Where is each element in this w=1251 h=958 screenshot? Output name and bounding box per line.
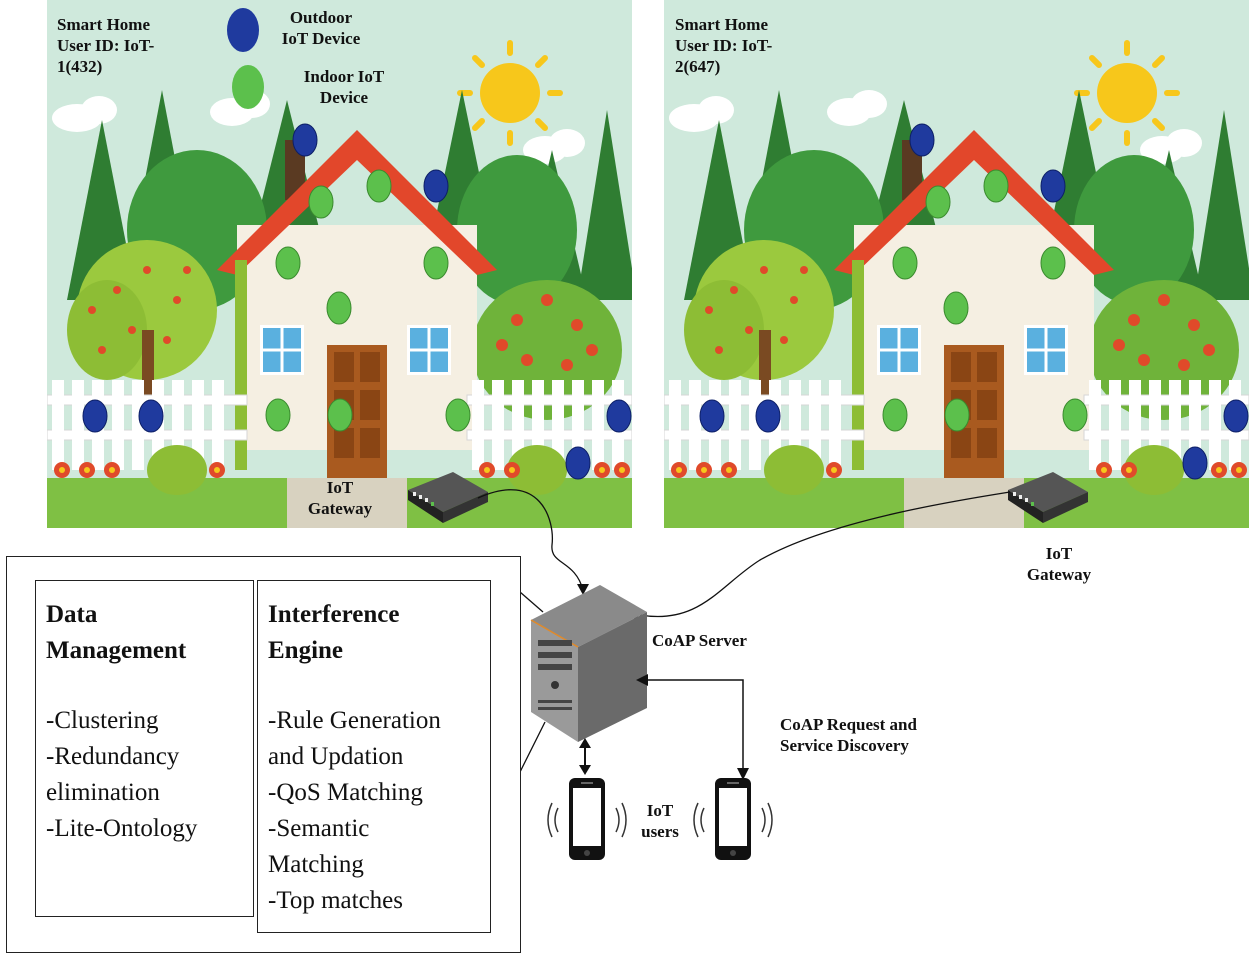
house-1-label: Smart Home User ID: IoT- 1(432): [57, 14, 154, 77]
coap-request-line1: CoAP Request and: [780, 715, 917, 734]
house-1-label-line2: User ID: IoT-: [57, 36, 155, 55]
legend-indoor-line1: Indoor IoT: [303, 67, 385, 86]
coap-server-label: CoAP Server: [652, 631, 747, 650]
gateway-1-label-line2: Gateway: [307, 499, 373, 518]
data-management-item: -Redundancy: [46, 743, 180, 770]
interference-engine-items: -Rule Generation and Updation -QoS Match…: [268, 703, 480, 919]
house-1-outdoor-devices: [82, 123, 632, 480]
iot-user-phone-2: [715, 778, 751, 860]
gateway-2-label: IoT Gateway: [1009, 543, 1109, 585]
data-management-items: -Clustering -Redundancy elimination -Lit…: [46, 703, 243, 847]
coap-server-icon: [530, 585, 647, 742]
iot-users-line2: users: [641, 822, 679, 841]
data-management-title: Data Management: [46, 597, 243, 669]
iot-users-line1: IoT: [646, 801, 674, 820]
data-management-item: -Clustering: [46, 707, 159, 734]
house-2-outdoor-devices: [699, 123, 1249, 480]
server-box-link-bottom: [519, 721, 546, 773]
legend-indoor-dot: [232, 65, 264, 109]
interference-engine-title-line2: Engine: [268, 637, 344, 664]
gateway-2-label-line2: Gateway: [1026, 565, 1092, 584]
legend-outdoor-label: Outdoor IoT Device: [262, 7, 380, 49]
data-management-title-line1: Data: [46, 601, 98, 628]
coap-request-label: CoAP Request and Service Discovery: [780, 714, 917, 756]
data-management-item: -Lite-Ontology: [46, 815, 198, 842]
gateway-2-cable: [639, 491, 1011, 618]
interference-engine-title-line1: Interference: [268, 601, 400, 628]
data-management-title-line2: Management: [46, 637, 187, 664]
iot-user-phone-1: [569, 778, 605, 860]
interference-engine-item: -Rule Generation: [268, 707, 441, 734]
interference-engine-item: -QoS Matching: [268, 779, 423, 806]
interference-engine-box: Interference Engine -Rule Generation and…: [257, 580, 491, 933]
house-1-label-line1: Smart Home: [57, 15, 151, 34]
gateway-2-label-line1: IoT: [1045, 544, 1073, 563]
interference-engine-item: -Top matches: [268, 887, 404, 914]
legend-outdoor-line1: Outdoor: [289, 8, 353, 27]
interference-engine-item: -Semantic: [268, 815, 370, 842]
smart-home-scene-2: [664, 0, 1251, 528]
interference-engine-title: Interference Engine: [268, 597, 480, 669]
server-phone-2-arrow-down: [737, 768, 749, 780]
legend-indoor-label: Indoor IoT Device: [278, 66, 410, 108]
interference-engine-item: and Updation: [268, 743, 404, 770]
house-2-label: Smart Home User ID: IoT- 2(647): [675, 14, 772, 77]
data-management-box: Data Management -Clustering -Redundancy …: [35, 580, 254, 917]
house-2-label-line1: Smart Home: [675, 15, 769, 34]
legend-outdoor-dot: [227, 8, 259, 52]
house-2-indoor-devices: [882, 169, 1088, 432]
iot-users-label: IoT users: [620, 800, 700, 842]
server-phone-1-arrow-down: [579, 765, 591, 775]
house-2-label-line3: 2(647): [675, 57, 721, 76]
legend-indoor-line2: Device: [319, 88, 369, 107]
house-2-label-line2: User ID: IoT-: [675, 36, 773, 55]
gateway-1-label-line1: IoT: [326, 478, 354, 497]
interference-engine-item: Matching: [268, 851, 364, 878]
server-box-link-top: [519, 591, 544, 613]
server-phone-2-link: [648, 679, 744, 770]
gateway-1-arrowhead: [577, 584, 589, 595]
gateway-1-label: IoT Gateway: [290, 477, 390, 519]
coap-request-line2: Service Discovery: [780, 736, 909, 755]
server-phone-2-arrow-left: [636, 674, 648, 686]
house-1-indoor-devices: [265, 169, 471, 432]
server-phone-1-arrow-up: [579, 738, 591, 748]
house-1-label-line3: 1(432): [57, 57, 103, 76]
gateway-1-cable: [477, 489, 584, 591]
data-management-item: elimination: [46, 779, 160, 806]
phone-signal-waves: [547, 802, 773, 838]
legend-outdoor-line2: IoT Device: [281, 29, 361, 48]
